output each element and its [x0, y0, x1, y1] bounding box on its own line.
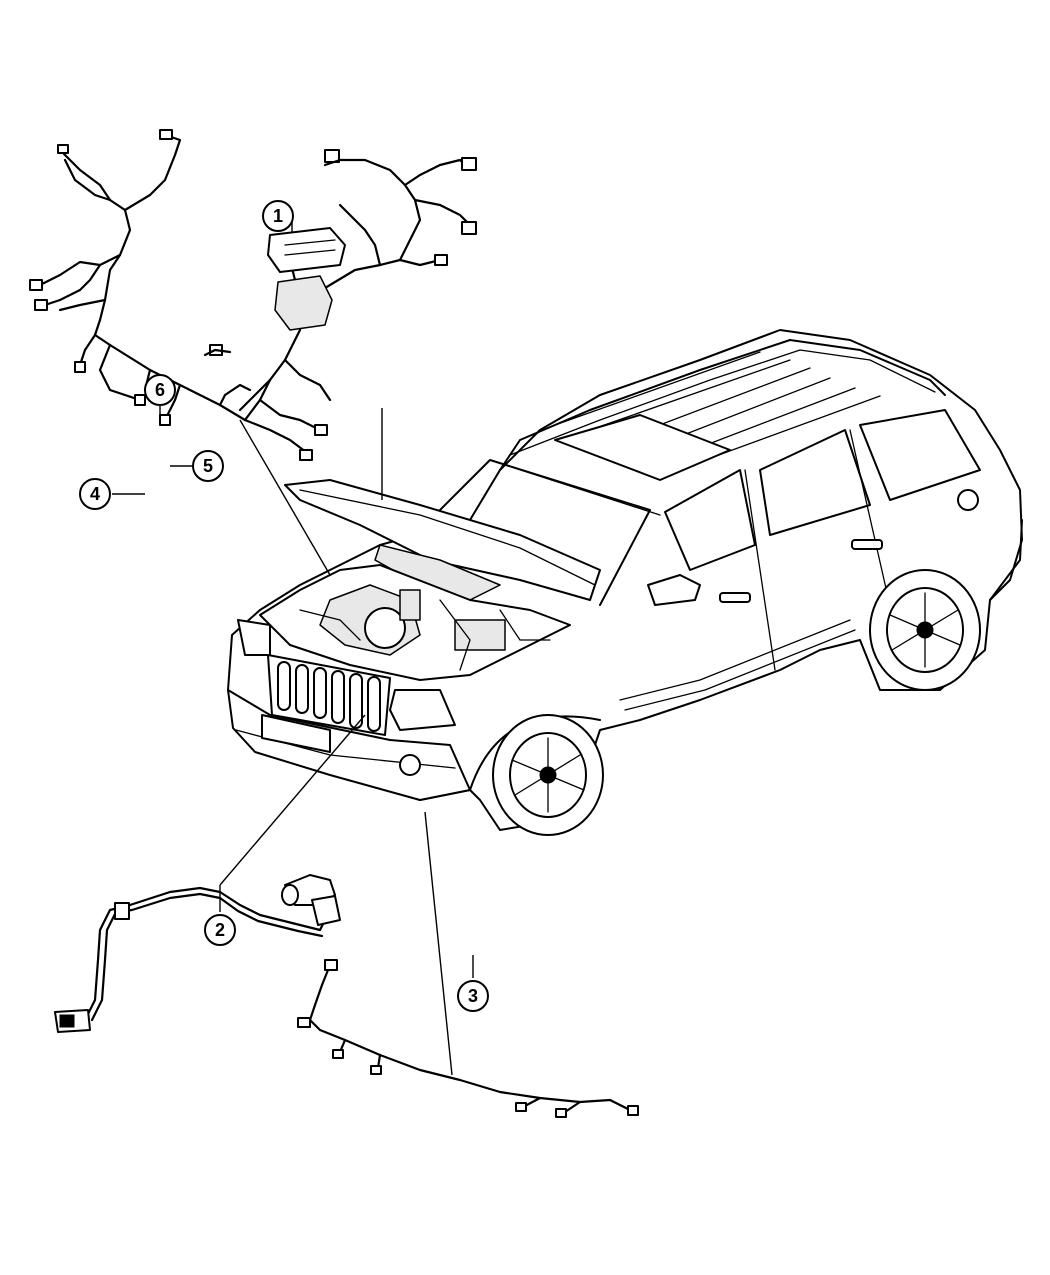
callout-4: 4: [79, 478, 111, 510]
callout-4-label: 4: [90, 484, 100, 504]
callout-2-label: 2: [215, 920, 225, 940]
front-wheel: [469, 714, 604, 836]
leader-lines: [112, 218, 474, 1076]
callout-6-label: 6: [155, 380, 165, 400]
grille-slots: [277, 661, 381, 732]
callout-5-label: 5: [203, 456, 213, 476]
rear-wheel: [869, 569, 981, 691]
callout-2: 2: [204, 914, 236, 946]
vehicle-illustration: [227, 329, 1023, 836]
callout-3: 3: [457, 980, 489, 1012]
callout-5: 5: [192, 450, 224, 482]
callout-6: 6: [144, 374, 176, 406]
bumper-wiring-harness: [297, 959, 639, 1118]
sensor-jumper-harness: [54, 874, 341, 1033]
callout-3-label: 3: [468, 986, 478, 1006]
callout-1: 1: [262, 200, 294, 232]
callout-1-label: 1: [273, 206, 283, 226]
main-wiring-harness: [29, 129, 477, 461]
